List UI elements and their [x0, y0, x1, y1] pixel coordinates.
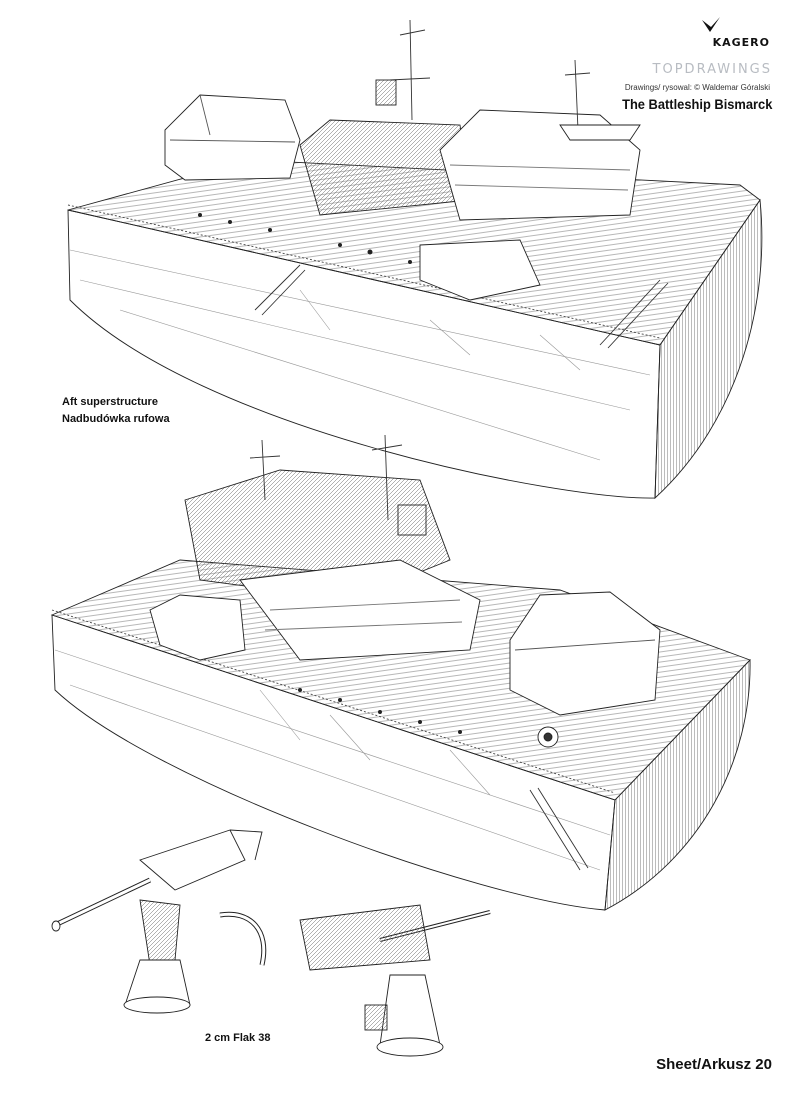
publisher-name: KAGERO — [712, 36, 770, 49]
series-name: TOPDRAWINGS — [652, 62, 772, 77]
sheet-number: Sheet/Arkusz 20 — [656, 1056, 772, 1073]
flak-gun-left — [51, 829, 263, 1014]
weapon-caption: 2 cm Flak 38 — [205, 1032, 271, 1044]
drawing-credit: Drawings/ rysowal: © Waldemar Góralski — [624, 83, 770, 92]
lower-model — [50, 434, 751, 911]
section-caption: Aft superstructure Nadbudówka rufowa — [62, 394, 170, 428]
publisher-logo: KAGERO — [702, 17, 770, 49]
caption-english: Aft superstructure — [62, 396, 158, 408]
caption-polish: Nadbudówka rufowa — [62, 413, 170, 425]
upper-model — [67, 19, 763, 500]
page-title: The Battleship Bismarck — [621, 96, 772, 112]
kagero-wing-icon — [702, 17, 720, 32]
flak-gun-right — [219, 904, 491, 1057]
